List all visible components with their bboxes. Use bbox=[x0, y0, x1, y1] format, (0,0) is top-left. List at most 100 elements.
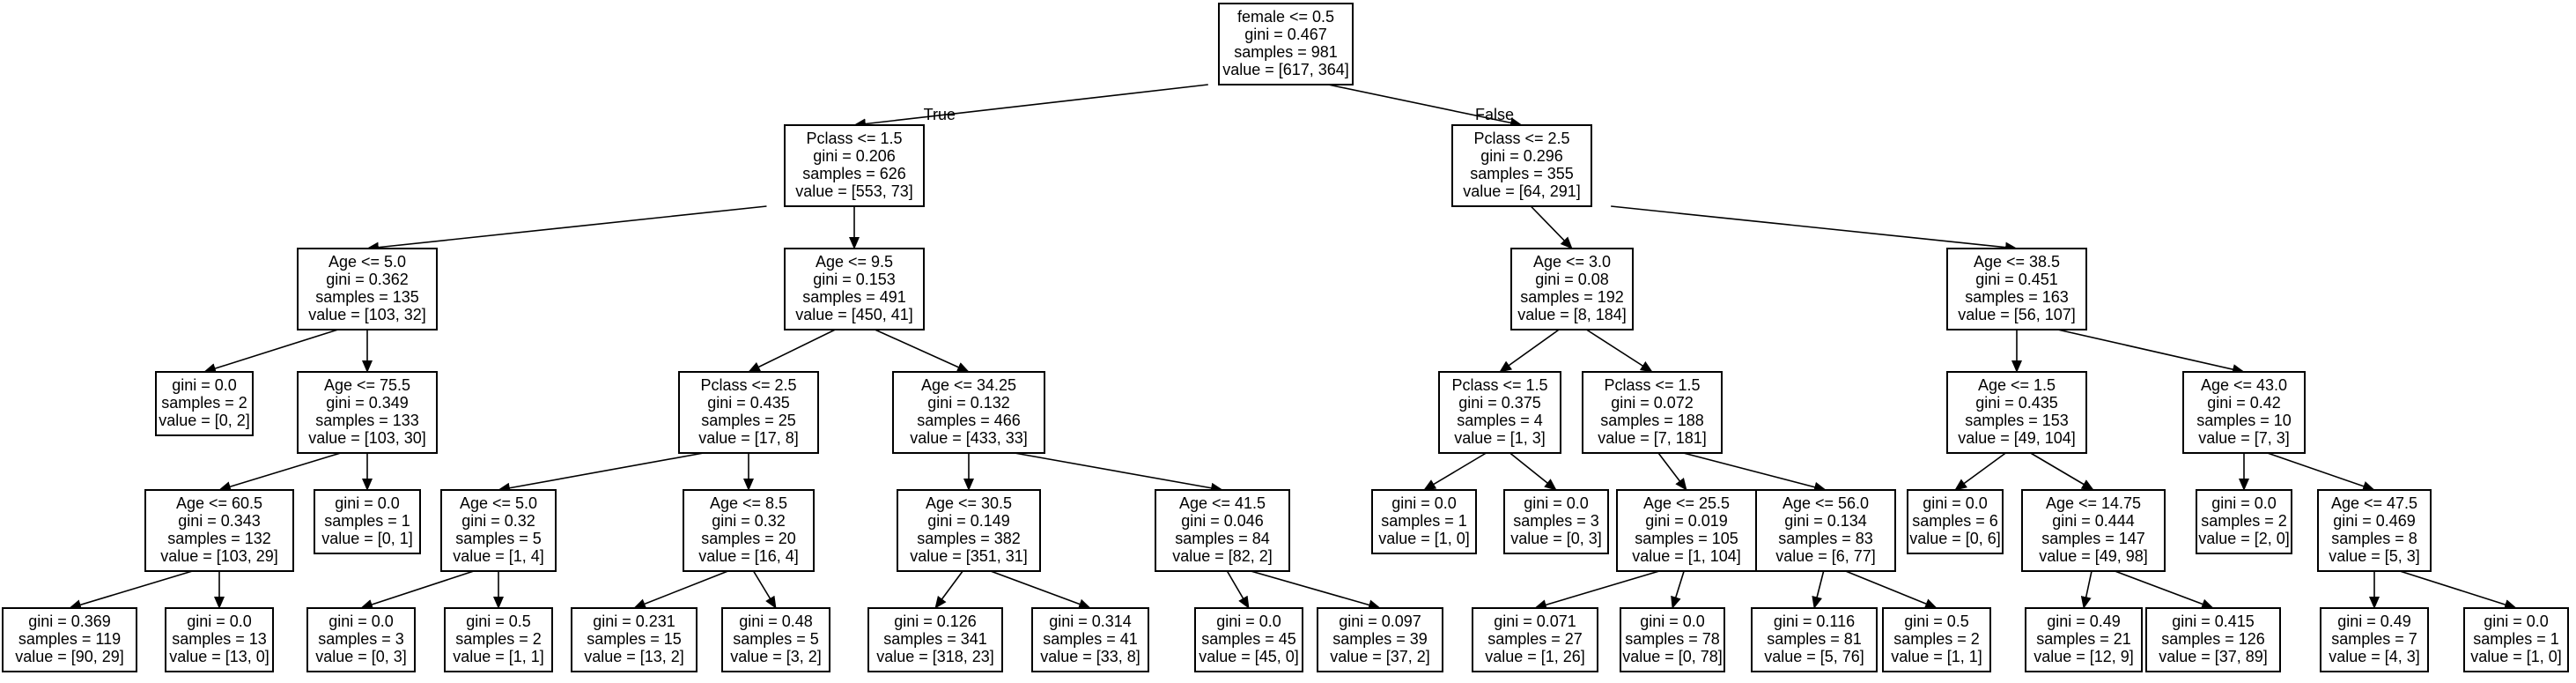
node-box bbox=[1218, 3, 1354, 85]
node-text-line: value = [553, 73] bbox=[795, 182, 913, 200]
node-text-line: samples = 78 bbox=[1625, 630, 1720, 648]
node-text-line: Age <= 75.5 bbox=[324, 376, 410, 394]
edge-arrow bbox=[748, 329, 836, 373]
node-box bbox=[1031, 607, 1149, 672]
edge-arrow bbox=[1014, 452, 1223, 494]
edge-arrow bbox=[1812, 570, 1825, 609]
edge-arrow bbox=[633, 570, 728, 609]
node-text-line: gini = 0.097 bbox=[1339, 612, 1421, 630]
node-text-line: Pclass <= 1.5 bbox=[1604, 376, 1700, 394]
node-text-line: Age <= 25.5 bbox=[1643, 494, 1730, 512]
node-text-line: samples = 2 bbox=[1893, 630, 1980, 648]
node-text-line: samples = 3 bbox=[1513, 512, 1599, 530]
node-text-line: samples = 39 bbox=[1332, 630, 1428, 648]
node-text-line: Pclass <= 2.5 bbox=[700, 376, 796, 394]
node-text-line: Age <= 1.5 bbox=[1978, 376, 2056, 394]
node-text-line: value = [318, 23] bbox=[876, 648, 994, 665]
node-text-line: value = [37, 2] bbox=[1330, 648, 1430, 665]
node-box bbox=[1451, 124, 1592, 207]
node-text-line: samples = 20 bbox=[701, 530, 796, 547]
node-text-line: Age <= 43.0 bbox=[2201, 376, 2287, 394]
node-text-line: value = [1, 104] bbox=[1632, 547, 1741, 565]
node-text-line: gini = 0.48 bbox=[739, 612, 813, 630]
node-text-line: samples = 5 bbox=[733, 630, 819, 648]
edge-arrow bbox=[2057, 329, 2245, 375]
node-text-line: gini = 0.0 bbox=[172, 376, 237, 394]
node-text-line: gini = 0.362 bbox=[326, 271, 409, 288]
node-text-line: gini = 0.469 bbox=[2333, 512, 2416, 530]
node-text-line: value = [1, 3] bbox=[1454, 429, 1546, 447]
node-text-line: gini = 0.435 bbox=[707, 394, 790, 412]
edge-label-true: True bbox=[924, 106, 956, 123]
node-text-line: gini = 0.0 bbox=[1391, 494, 1457, 512]
node-text-line: value = [1, 4] bbox=[453, 547, 544, 565]
node-text-line: gini = 0.072 bbox=[1611, 394, 1694, 412]
edge-arrow bbox=[1845, 570, 1938, 609]
node-text-line: gini = 0.153 bbox=[813, 271, 896, 288]
node-text-line: samples = 135 bbox=[315, 288, 419, 306]
node-text-line: Age <= 41.5 bbox=[1179, 494, 1266, 512]
node-text-line: samples = 3 bbox=[318, 630, 404, 648]
edge-arrow bbox=[1509, 452, 1557, 491]
node-text-line: value = [12, 9] bbox=[2033, 648, 2134, 665]
node-text-line: samples = 2 bbox=[455, 630, 542, 648]
edge-arrow bbox=[1226, 570, 1250, 609]
node-box bbox=[867, 607, 1003, 672]
node-text-line: gini = 0.49 bbox=[2047, 612, 2121, 630]
node-text-line: samples = 981 bbox=[1234, 43, 1338, 61]
node-text-line: value = [45, 0] bbox=[1199, 648, 1299, 665]
node-text-line: value = [0, 6] bbox=[1909, 530, 2001, 547]
node-text-line: samples = 21 bbox=[2036, 630, 2131, 648]
edge-arrow bbox=[1657, 452, 1687, 491]
node-text-line: value = [1, 1] bbox=[1891, 648, 1982, 665]
node-box bbox=[444, 607, 553, 672]
node-box bbox=[155, 371, 254, 436]
node-text-line: samples = 41 bbox=[1043, 630, 1138, 648]
node-text-line: value = [5, 76] bbox=[1764, 648, 1864, 665]
node-box bbox=[1620, 607, 1725, 672]
edge-arrow bbox=[1954, 452, 2006, 491]
edge-arrow bbox=[69, 570, 193, 610]
edge-arrow bbox=[1611, 205, 2018, 253]
node-box bbox=[2317, 489, 2432, 572]
node-box bbox=[1946, 371, 2087, 454]
node-text-line: value = [433, 33] bbox=[910, 429, 1028, 447]
node-text-line: samples = 491 bbox=[802, 288, 906, 306]
node-text-line: value = [7, 181] bbox=[1598, 429, 1707, 447]
node-text-line: samples = 83 bbox=[1778, 530, 1873, 547]
node-text-line: Age <= 5.0 bbox=[328, 253, 406, 271]
node-text-line: samples = 192 bbox=[1520, 288, 1624, 306]
node-box bbox=[897, 489, 1041, 572]
node-box bbox=[144, 489, 294, 572]
node-box bbox=[1503, 489, 1609, 554]
node-text-line: gini = 0.0 bbox=[328, 612, 394, 630]
node-text-line: value = [33, 8] bbox=[1040, 648, 1140, 665]
node-box bbox=[1907, 489, 2004, 554]
node-text-line: gini = 0.0 bbox=[1923, 494, 1988, 512]
node-box bbox=[784, 124, 925, 207]
node-text-line: samples = 126 bbox=[2161, 630, 2265, 648]
node-text-line: value = [5, 3] bbox=[2329, 547, 2420, 565]
node-box bbox=[2196, 489, 2292, 554]
node-text-line: value = [0, 78] bbox=[1622, 648, 1723, 665]
node-text-line: gini = 0.375 bbox=[1458, 394, 1541, 412]
node-text-line: samples = 4 bbox=[1457, 412, 1543, 429]
node-text-line: samples = 147 bbox=[2041, 530, 2145, 547]
node-box bbox=[784, 248, 925, 330]
node-text-line: gini = 0.149 bbox=[927, 512, 1010, 530]
node-text-line: value = [37, 89] bbox=[2159, 648, 2268, 665]
